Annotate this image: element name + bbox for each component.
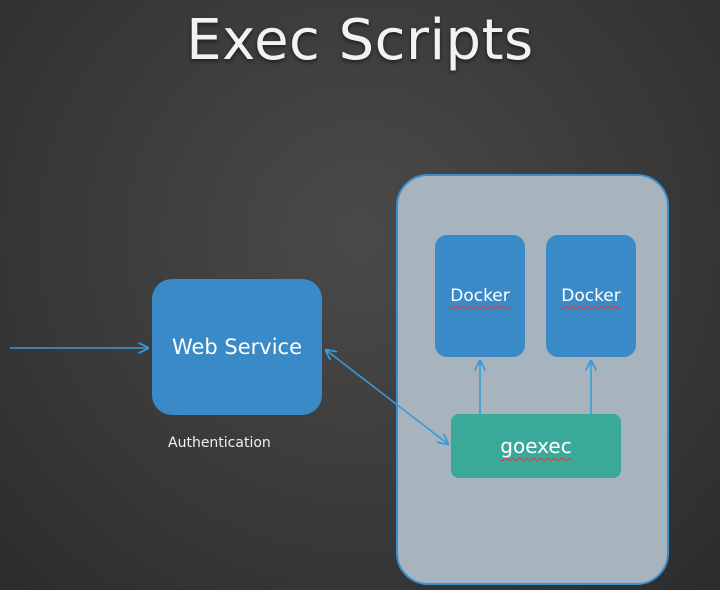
web-service-node: Web Service xyxy=(152,279,322,415)
authentication-label: Authentication xyxy=(168,435,271,451)
docker-label-2: Docker xyxy=(561,286,621,306)
goexec-label: goexec xyxy=(500,434,572,458)
docker-label-1: Docker xyxy=(450,286,510,306)
goexec-node: goexec xyxy=(451,414,621,478)
diagram-title: Exec Scripts xyxy=(186,8,534,73)
web-service-goexec-arrow xyxy=(326,350,448,444)
docker-node-2: Docker xyxy=(546,235,636,357)
docker-node-1: Docker xyxy=(435,235,525,357)
web-service-label: Web Service xyxy=(171,335,303,359)
